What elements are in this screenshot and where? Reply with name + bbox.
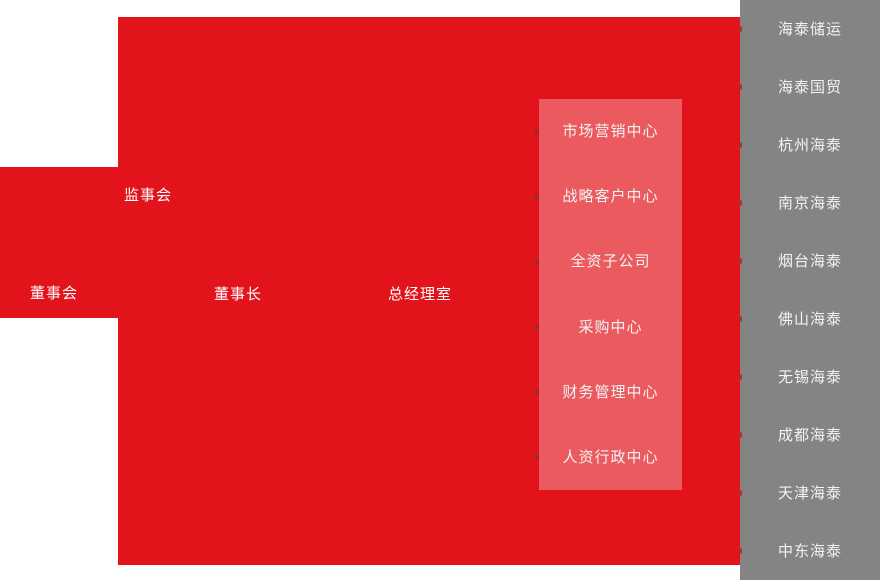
subsidiary-sidebar: 海泰储运 海泰国贸 杭州海泰 南京海泰 烟台海泰 佛山海泰	[738, 0, 880, 580]
sidebar-item-subsidiary[interactable]: 南京海泰	[738, 174, 880, 232]
node-board-of-directors[interactable]: 董事会	[30, 284, 79, 302]
bullet-dash-icon	[738, 258, 742, 264]
bullet-dash-icon	[535, 454, 539, 460]
sidebar-item-label: 无锡海泰	[777, 367, 842, 386]
sidebar-item-subsidiary[interactable]: 海泰国贸	[738, 58, 880, 116]
department-item-label: 战略客户中心	[562, 187, 659, 206]
sidebar-item-subsidiary[interactable]: 无锡海泰	[738, 348, 880, 406]
department-item-label: 全资子公司	[570, 252, 651, 271]
bullet-dash-icon	[738, 142, 742, 148]
sidebar-item-label: 南京海泰	[777, 193, 842, 212]
node-chairman[interactable]: 董事长	[214, 285, 263, 303]
node-general-manager-office[interactable]: 总经理室	[388, 285, 453, 303]
bullet-dash-icon	[535, 194, 539, 200]
bullet-dash-icon	[738, 84, 742, 90]
main-red-panel	[118, 17, 740, 565]
sidebar-item-subsidiary[interactable]: 天津海泰	[738, 464, 880, 522]
bullet-dash-icon	[738, 374, 742, 380]
sidebar-item-label: 天津海泰	[777, 483, 842, 502]
sidebar-item-label: 烟台海泰	[777, 251, 842, 270]
department-item-label: 财务管理中心	[562, 382, 659, 401]
node-supervisory-board[interactable]: 监事会	[124, 186, 173, 204]
sidebar-item-label: 成都海泰	[777, 425, 842, 444]
sidebar-item-label: 佛山海泰	[777, 309, 842, 328]
department-item-label: 市场营销中心	[562, 122, 659, 141]
bullet-dash-icon	[738, 490, 742, 496]
left-red-panel	[0, 167, 118, 318]
department-item[interactable]: 战略客户中心	[535, 164, 682, 229]
department-item-label: 采购中心	[578, 317, 643, 336]
subsidiary-list: 海泰储运 海泰国贸 杭州海泰 南京海泰 烟台海泰 佛山海泰	[738, 0, 880, 580]
bullet-dash-icon	[738, 200, 742, 206]
department-panel: 市场营销中心 战略客户中心 全资子公司 采购中心 财务管理中心 人资行政中心	[535, 99, 682, 490]
department-item[interactable]: 市场营销中心	[535, 99, 682, 164]
sidebar-item-subsidiary[interactable]: 烟台海泰	[738, 232, 880, 290]
bullet-dash-icon	[535, 129, 539, 135]
department-list: 市场营销中心 战略客户中心 全资子公司 采购中心 财务管理中心 人资行政中心	[535, 99, 682, 490]
department-item[interactable]: 全资子公司	[535, 229, 682, 294]
sidebar-item-subsidiary[interactable]: 成都海泰	[738, 406, 880, 464]
bullet-dash-icon	[535, 324, 539, 330]
department-item-label: 人资行政中心	[562, 447, 659, 466]
sidebar-item-label: 海泰国贸	[777, 77, 842, 96]
bullet-dash-icon	[738, 316, 742, 322]
sidebar-item-label: 杭州海泰	[777, 135, 842, 154]
sidebar-item-label: 海泰储运	[777, 19, 842, 38]
bullet-dash-icon	[738, 26, 742, 32]
department-item[interactable]: 人资行政中心	[535, 425, 682, 490]
sidebar-item-subsidiary[interactable]: 中东海泰	[738, 522, 880, 580]
sidebar-item-subsidiary[interactable]: 杭州海泰	[738, 116, 880, 174]
bullet-dash-icon	[535, 389, 539, 395]
department-item[interactable]: 采购中心	[535, 295, 682, 360]
sidebar-item-label: 中东海泰	[777, 541, 842, 560]
sidebar-item-subsidiary[interactable]: 佛山海泰	[738, 290, 880, 348]
sidebar-item-subsidiary[interactable]: 海泰储运	[738, 0, 880, 58]
bullet-dash-icon	[738, 432, 742, 438]
department-item[interactable]: 财务管理中心	[535, 360, 682, 425]
bullet-dash-icon	[738, 548, 742, 554]
bullet-dash-icon	[535, 259, 539, 265]
